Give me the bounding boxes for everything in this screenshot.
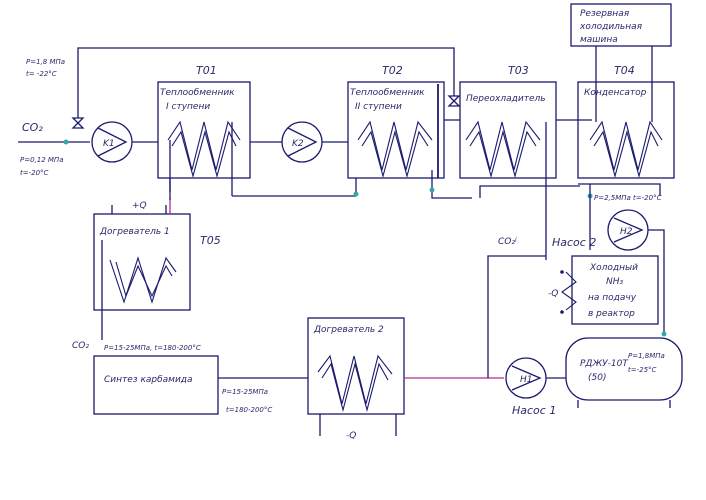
cold-ammonia-box[interactable]: Холодный NH₃ на подачу в реактор	[571, 255, 659, 325]
side-heat-removal: -Q	[548, 270, 577, 314]
bypass-line	[77, 47, 455, 122]
t03-code: T03	[508, 64, 529, 77]
control-valve-t02[interactable]	[447, 95, 461, 107]
t02-name: Теплообменник	[350, 88, 425, 98]
reserve-line3: машина	[580, 35, 618, 45]
co2-liquid-label: CO₂ʲ	[498, 237, 517, 247]
synth-inlet-params: P=15-25МПа, t=180-200°C	[104, 344, 201, 352]
pump2-params: P=2,5МПа t=-20°C	[594, 194, 662, 202]
cold-nh3-line1: Холодный	[589, 263, 638, 273]
synth-name: Синтез карбамида	[104, 375, 193, 385]
subcooler-t03[interactable]: T03 Переохладитель	[459, 64, 557, 260]
t05-code: T05	[200, 234, 221, 247]
pump-k1[interactable]: K1	[91, 121, 133, 163]
pump1-label: Насос 1	[512, 404, 556, 417]
t02-stage: II ступени	[355, 102, 402, 112]
t01-name: Теплообменник	[160, 88, 235, 98]
t04-name: Конденсатор	[584, 88, 647, 98]
heat-exchanger-t01[interactable]: T01 Теплообменник I ступени	[157, 64, 251, 196]
pump2-symbol: H2	[620, 227, 633, 237]
storage-tank[interactable]: РДЖУ-10Т (50) P=1,8МПа t=-25°C	[565, 337, 683, 408]
inlet-temp-top: t= -22°C	[26, 70, 57, 78]
heater-2[interactable]: Догреватель 2 -Q	[307, 317, 405, 441]
cold-nh3-line3: на подачу	[588, 293, 637, 303]
tank-sub: (50)	[588, 373, 606, 383]
t03-name: Переохладитель	[466, 94, 546, 104]
t01-stage: I ступени	[166, 102, 210, 112]
reserve-line2: холодильная	[579, 22, 643, 32]
pump-k2-label: K2	[292, 139, 304, 149]
co2-to-synth: CO₂	[72, 341, 89, 351]
tank-pressure: P=1,8МПа	[628, 352, 665, 360]
heat-exchanger-t02[interactable]: T02 Теплообменник II ступени	[347, 64, 445, 179]
pump2-label: Насос 2	[552, 236, 596, 249]
reserve-line1: Резервная	[580, 9, 630, 19]
t01-code: T01	[196, 64, 217, 77]
bypass-valve[interactable]	[71, 117, 85, 129]
pump-k2[interactable]: K2	[281, 121, 323, 163]
pump1-symbol: H1	[520, 375, 533, 385]
q-top-label: +Q	[132, 201, 147, 211]
heater-1-t05[interactable]: +Q Догреватель 1 T05	[93, 198, 221, 311]
tank-name: РДЖУ-10Т	[580, 359, 629, 369]
cold-nh3-line2: NH₃	[606, 277, 624, 287]
pump-h1[interactable]: H1	[505, 357, 547, 399]
pump-h2[interactable]: H2	[607, 209, 649, 251]
pump-k1-label: K1	[103, 139, 115, 149]
heater2-name: Догреватель 2	[313, 325, 384, 335]
synth-out-p: P=15-25МПа	[222, 388, 268, 396]
q-side-label: -Q	[548, 289, 558, 299]
condenser-t04[interactable]: T04 Конденсатор	[577, 44, 675, 179]
cold-nh3-line4: в реактор	[588, 309, 635, 319]
t02-code: T02	[382, 64, 403, 77]
urea-synthesis[interactable]: Синтез карбамида	[93, 355, 219, 415]
inlet-temp-bottom: t=-20°C	[20, 169, 49, 177]
q-bottom-label: -Q	[346, 431, 356, 441]
heater1-name: Догреватель 1	[99, 227, 170, 237]
co2-inlet-label: CO₂	[22, 121, 43, 134]
tank-temp: t=-25°C	[628, 366, 657, 374]
inlet-pressure-bottom: P=0,12 МПа	[20, 156, 64, 164]
reserve-chiller[interactable]: Резервная холодильная машина	[570, 3, 672, 47]
t04-code: T04	[614, 64, 635, 77]
inlet-pressure-top: P=1,8 МПа	[26, 58, 65, 66]
synth-out-t: t=180-200°C	[226, 406, 272, 414]
